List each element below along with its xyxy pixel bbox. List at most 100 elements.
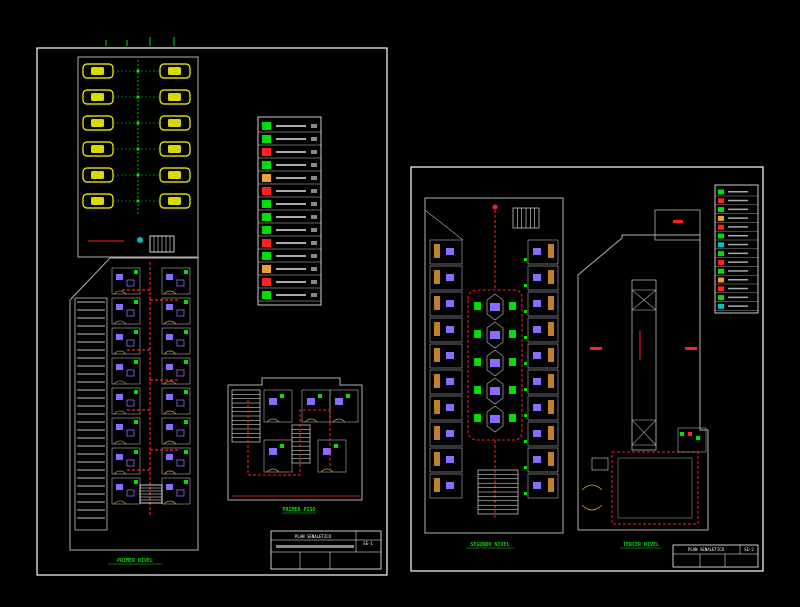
title-block-a-heading: PLAN SENALETICO [295, 534, 332, 539]
sign-marker [184, 360, 188, 364]
central-pod [486, 377, 504, 405]
door-swing [113, 290, 127, 295]
second-room-right-shelf [548, 348, 554, 362]
second-room-left-desk [446, 326, 454, 333]
parked-car-roof [91, 197, 104, 205]
legend-a-symbol [262, 226, 271, 234]
legend-b-rows [715, 189, 758, 311]
legend-a-frame [257, 116, 322, 306]
parked-car-roof [168, 197, 181, 205]
office-chair [126, 429, 135, 437]
door-swing [113, 440, 127, 445]
parked-car-roof [168, 93, 181, 101]
central-pod-planter-right [509, 330, 516, 338]
legend-a-qty-bar [311, 267, 317, 271]
legend-b-symbol [718, 295, 724, 301]
legend-b-symbol [718, 286, 724, 292]
office-chair [176, 309, 185, 317]
egress-route-second [467, 289, 523, 441]
second-room-left-shelf [434, 478, 440, 492]
upper-desk [335, 398, 343, 405]
second-room-right [527, 343, 559, 369]
sign-marker [134, 330, 138, 334]
legend-b-symbol [718, 277, 724, 283]
upper-sign [346, 394, 350, 398]
upper-sign [280, 394, 284, 398]
ground-floor-rooms [111, 267, 191, 505]
legend-a-qty-bar [311, 124, 317, 128]
parking-sign-dot [136, 147, 140, 151]
second-room-sign [524, 284, 527, 287]
title-block-b-frame [672, 544, 759, 568]
upper-floor-outline [227, 377, 363, 501]
second-room-right-desk [533, 326, 541, 333]
second-room-left [429, 317, 463, 343]
parked-car-roof [91, 145, 104, 153]
second-room-left-desk [446, 352, 454, 359]
legend-b-text-bar [728, 191, 748, 193]
legend-a-symbol [262, 291, 271, 299]
parking-sign-dot [136, 95, 140, 99]
office-desk [166, 424, 173, 430]
second-floor-setback [424, 209, 464, 241]
second-room-left-desk [446, 430, 454, 437]
second-room-right [527, 291, 559, 317]
legend-a-qty-bar [311, 176, 317, 180]
door-swing [113, 380, 127, 385]
parking-cars [82, 63, 191, 209]
sheet-b-frame [410, 166, 764, 572]
second-room-left [429, 421, 463, 447]
second-room-left-shelf [434, 296, 440, 310]
second-room-left-shelf [434, 348, 440, 362]
legend-a-text-bar [276, 242, 306, 244]
office-desk [116, 394, 123, 400]
legend-a-text-bar [276, 138, 306, 140]
office-desk [166, 454, 173, 460]
office-desk [166, 484, 173, 490]
third-floor-doors [581, 484, 603, 511]
parked-car-right [159, 141, 191, 157]
legend-b-text-bar [728, 208, 748, 211]
legend-b-symbol [718, 189, 724, 195]
ground-entrance-sign [137, 237, 143, 243]
central-pod-planter-left [474, 386, 481, 394]
legend-b-text-bar [728, 252, 748, 255]
second-room-left [429, 239, 463, 265]
legend-a-qty-bar [311, 163, 317, 167]
second-room-sign [524, 362, 527, 365]
second-room-left [429, 473, 463, 499]
central-pod-planter-left [474, 358, 481, 366]
legend-a-qty-bar [311, 228, 317, 232]
door-swing [163, 290, 177, 295]
third-floor-tower-tag [673, 220, 683, 223]
parked-car-roof [168, 119, 181, 127]
second-room-left-desk [446, 456, 454, 463]
second-room-right-desk [533, 274, 541, 281]
title-block-b-heading: PLAN SENALETICO [688, 547, 725, 552]
legend-b-text-bar [728, 243, 748, 246]
third-floor-sign-b [688, 432, 692, 436]
sign-marker [134, 360, 138, 364]
central-pod [486, 321, 504, 349]
legend-b-text-bar [728, 287, 748, 290]
office-chair [126, 339, 135, 347]
second-room-right [527, 239, 559, 265]
sign-marker [184, 420, 188, 424]
parking-sign-dot [136, 69, 140, 73]
legend-a-symbol [262, 213, 271, 221]
second-floor-rooms [429, 239, 559, 499]
central-pod-desk [490, 387, 500, 395]
central-pod [486, 293, 504, 321]
second-room-left [429, 291, 463, 317]
sign-marker [134, 390, 138, 394]
legend-a-qty-bar [311, 215, 317, 219]
parked-car-roof [168, 145, 181, 153]
second-room-sign [524, 466, 527, 469]
third-floor-hall [611, 451, 699, 525]
door-swing [163, 470, 177, 475]
central-pod-desk [490, 415, 500, 423]
third-floor-hall-inner [617, 457, 693, 519]
second-room-right [527, 369, 559, 395]
legend-a-text-bar [276, 255, 306, 257]
